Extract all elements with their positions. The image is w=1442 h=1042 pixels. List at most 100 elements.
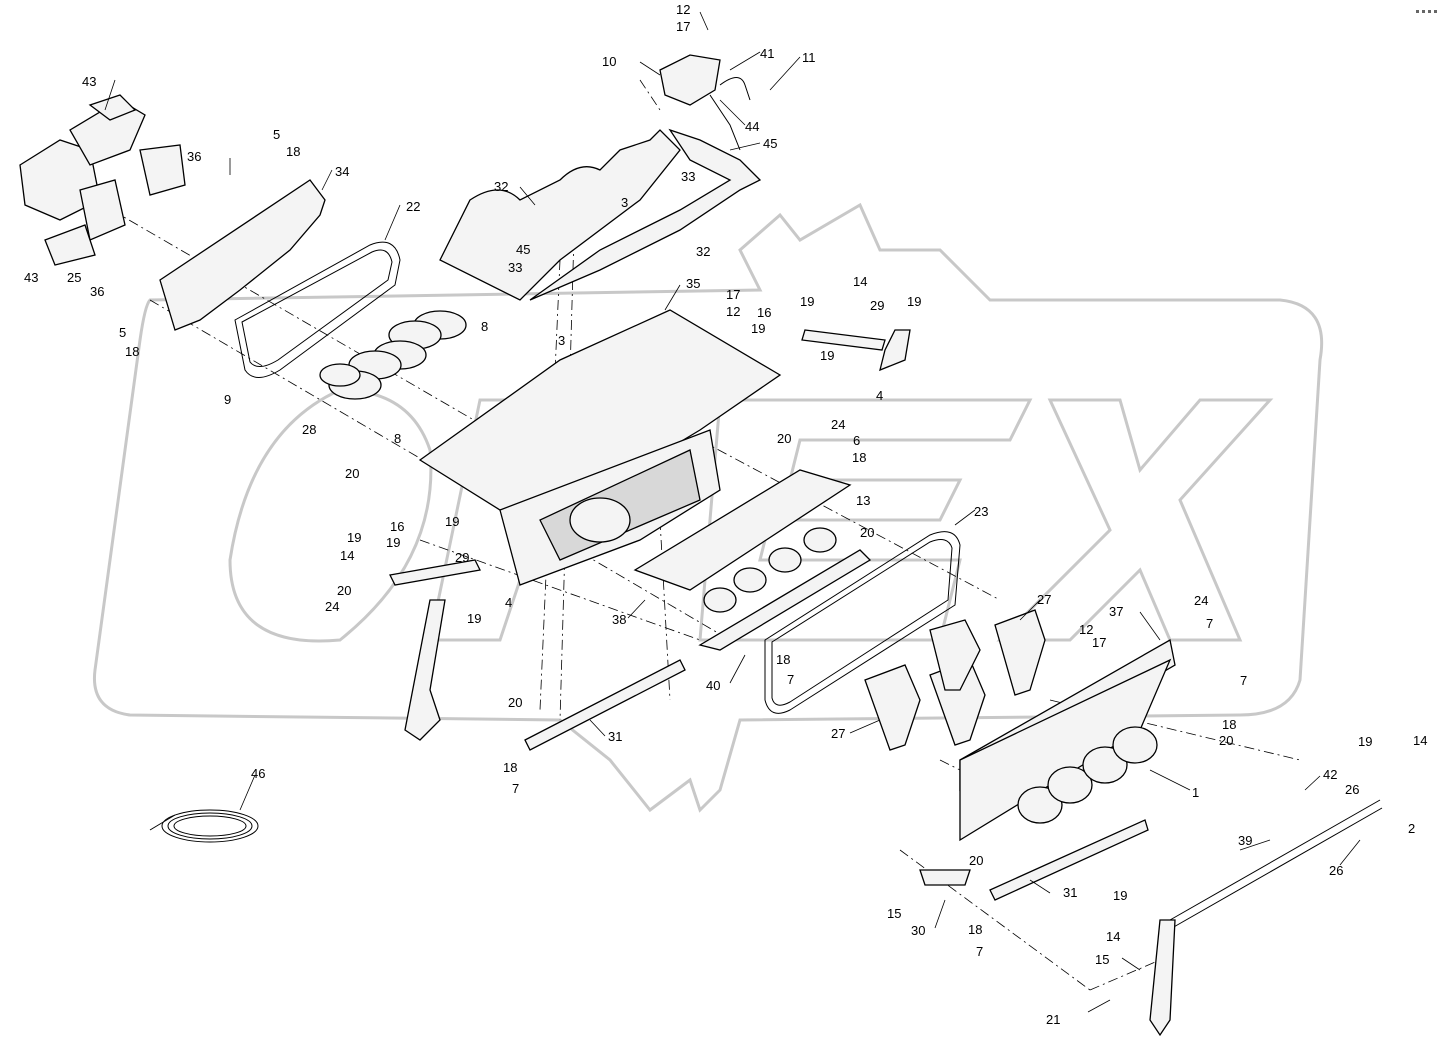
cable-coil-46 (149, 809, 259, 843)
callout-label: 11 (802, 50, 816, 65)
outlet-housing-37 (959, 638, 1176, 842)
callout-label: 9 (224, 392, 231, 407)
callout-label: 7 (1206, 616, 1213, 631)
callout-label: 20 (860, 525, 874, 540)
strip-31-right (989, 819, 1149, 901)
callout-label: 46 (251, 766, 265, 781)
callout-label: 10 (602, 54, 616, 69)
callout-label: 4 (505, 595, 512, 610)
corner-mark (1416, 10, 1437, 13)
callout-label: 32 (494, 179, 508, 194)
callout-label: 13 (856, 493, 870, 508)
callout-label: 33 (508, 260, 522, 275)
callout-label: 19 (751, 321, 765, 336)
callout-label: 24 (325, 599, 339, 614)
callout-label: 28 (302, 422, 316, 437)
callout-label: 14 (340, 548, 354, 563)
callout-label: 17 (676, 19, 690, 34)
callout-label: 19 (1113, 888, 1127, 903)
callout-label: 7 (976, 944, 983, 959)
cover-bracket-32 (439, 128, 762, 301)
bracket-30 (919, 869, 971, 886)
callout-label: 19 (800, 294, 814, 309)
callout-label: 26 (1345, 782, 1359, 797)
callout-label: 22 (406, 199, 420, 214)
callout-label: 5 (119, 325, 126, 340)
callout-label: 38 (612, 612, 626, 627)
callout-label: 1 (1192, 785, 1199, 800)
plate-40 (698, 549, 872, 651)
callout-label: 36 (187, 149, 201, 164)
funnel-set-27 (864, 609, 1046, 751)
callout-label: 15 (887, 906, 901, 921)
callout-label: 20 (337, 583, 351, 598)
callout-label: 29 (870, 298, 884, 313)
callout-label: 18 (968, 922, 982, 937)
callout-label: 43 (24, 270, 38, 285)
callout-label: 18 (852, 450, 866, 465)
callout-label: 8 (394, 431, 401, 446)
callout-label: 14 (1413, 733, 1427, 748)
callout-label: 3 (621, 195, 628, 210)
callout-label: 45 (516, 242, 530, 257)
callout-label: 20 (777, 431, 791, 446)
callout-label: 19 (1358, 734, 1372, 749)
callout-label: 7 (1240, 673, 1247, 688)
callout-label: 44 (745, 119, 759, 134)
callout-label: 20 (345, 466, 359, 481)
callout-label: 31 (1063, 885, 1077, 900)
callout-label: 24 (831, 417, 845, 432)
shaft-39 (1149, 799, 1383, 1037)
gasket-23 (764, 531, 961, 714)
callout-label: 18 (503, 760, 517, 775)
callout-label: 5 (273, 127, 280, 142)
callout-label: 21 (1046, 1012, 1060, 1027)
callout-label: 18 (1222, 717, 1236, 732)
strip-31-left (524, 659, 686, 751)
callout-label: 27 (831, 726, 845, 741)
callout-label: 35 (686, 276, 700, 291)
callout-label: 12 (676, 2, 690, 17)
outlet-tube-plate-38 (633, 469, 852, 613)
callout-label: 20 (1219, 733, 1233, 748)
callout-label: 19 (820, 348, 834, 363)
callout-label: 40 (706, 678, 720, 693)
motor-assembly-43 (19, 94, 186, 266)
callout-label: 20 (508, 695, 522, 710)
callout-label: 20 (969, 853, 983, 868)
callout-label: 16 (757, 305, 771, 320)
callout-label: 8 (481, 319, 488, 334)
callout-label: 34 (335, 164, 349, 179)
callout-label: 7 (787, 672, 794, 687)
gasket-22 (234, 241, 401, 378)
callout-labels: 12 17 10 41 11 44 45 43 5 18 36 34 32 33… (24, 2, 1427, 1027)
callout-label: 14 (1106, 929, 1120, 944)
callout-label: 27 (1037, 592, 1051, 607)
callout-label: 17 (1092, 635, 1106, 650)
callout-label: 25 (67, 270, 81, 285)
mounting-plate-34 (159, 179, 326, 331)
callout-label: 39 (1238, 833, 1252, 848)
callout-label: 7 (512, 781, 519, 796)
callout-label: 3 (558, 333, 565, 348)
callout-label: 15 (1095, 952, 1109, 967)
callout-label: 30 (911, 923, 925, 938)
callout-label: 19 (445, 514, 459, 529)
callout-label: 12 (1079, 622, 1093, 637)
hopper-35 (418, 309, 782, 586)
callout-label: 41 (760, 46, 774, 61)
callout-label: 4 (876, 388, 883, 403)
callout-label: 6 (853, 433, 860, 448)
callout-label: 43 (82, 74, 96, 89)
callout-label: 18 (125, 344, 139, 359)
callout-label: 19 (467, 611, 481, 626)
callout-label: 19 (347, 530, 361, 545)
callout-label: 33 (681, 169, 695, 184)
callout-label: 29 (455, 550, 469, 565)
callout-label: 2 (1408, 821, 1415, 836)
sensor-bracket-41 (659, 54, 751, 151)
callout-label: 37 (1109, 604, 1123, 619)
callout-label: 32 (696, 244, 710, 259)
callout-label: 45 (763, 136, 777, 151)
